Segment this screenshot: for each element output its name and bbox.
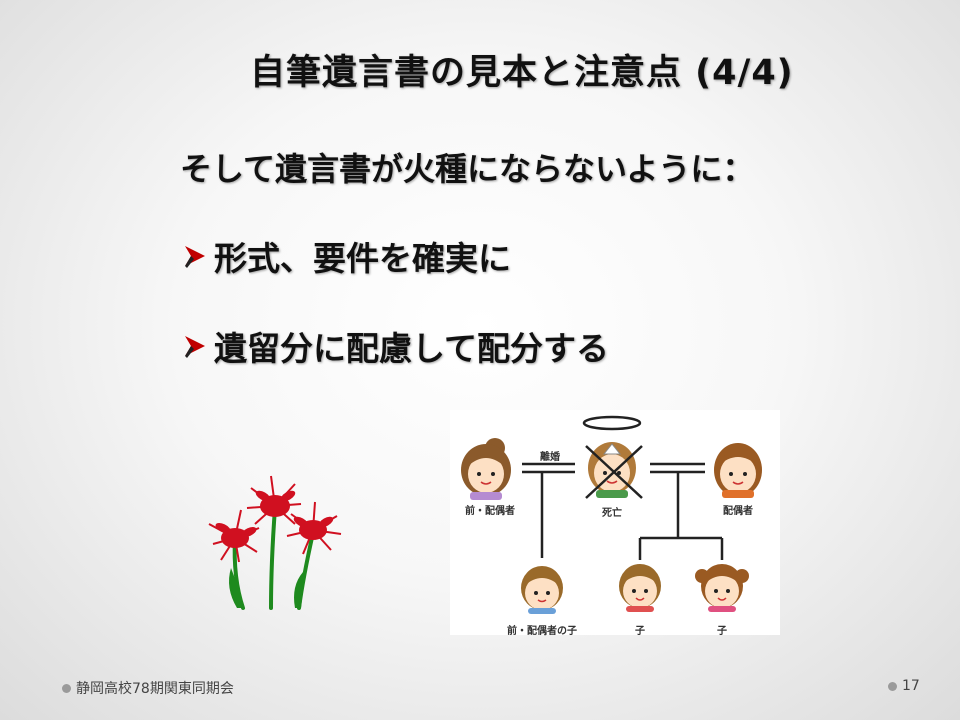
slide-title: 自筆遺言書の見本と注意点 (4/4)	[250, 53, 794, 93]
ex-spouse-child-label: 前・配偶者の子	[507, 626, 577, 637]
ex-spouse-label: 前・配偶者	[465, 506, 515, 517]
footer-organization: 静岡高校78期関東同期会	[62, 678, 234, 698]
page-number-text: 17	[902, 678, 920, 694]
arrow-bullet-icon	[185, 336, 205, 358]
bullet-item-2: 遺留分に配慮して配分する	[182, 322, 609, 370]
child-2-label: 子	[717, 626, 727, 637]
child-1-label: 子	[635, 626, 645, 637]
bullet-text-1: 形式、要件を確実に	[214, 239, 511, 278]
spouse-avatar-icon	[714, 443, 762, 498]
deceased-label: 死亡	[602, 508, 622, 519]
spider-lily-illustration	[208, 475, 342, 610]
footer-organization-text: 静岡高校78期関東同期会	[76, 681, 234, 697]
ex-spouse-child-avatar-icon	[521, 566, 563, 614]
arrow-bullet-icon	[185, 246, 205, 268]
family-tree-diagram: 離婚 前・配偶者 死亡 配偶者 前・配偶者の子 子 子	[450, 410, 780, 637]
ex-spouse-avatar-icon	[461, 438, 511, 500]
divorce-label: 離婚	[540, 452, 560, 463]
bullet-text-2: 遺留分に配慮して配分する	[214, 329, 610, 368]
bullet-item-1: 形式、要件を確実に	[182, 232, 511, 280]
spouse-label: 配偶者	[723, 506, 753, 517]
bullet-dot-icon	[888, 681, 897, 691]
footer-page-number: 17	[888, 678, 920, 694]
child-avatar-icon	[619, 564, 661, 612]
bullet-dot-icon	[62, 683, 71, 693]
child-avatar-icon	[695, 564, 749, 612]
intro-text: そして遺言書が火種にならないように：	[180, 150, 755, 188]
deceased-avatar-icon	[582, 415, 643, 499]
